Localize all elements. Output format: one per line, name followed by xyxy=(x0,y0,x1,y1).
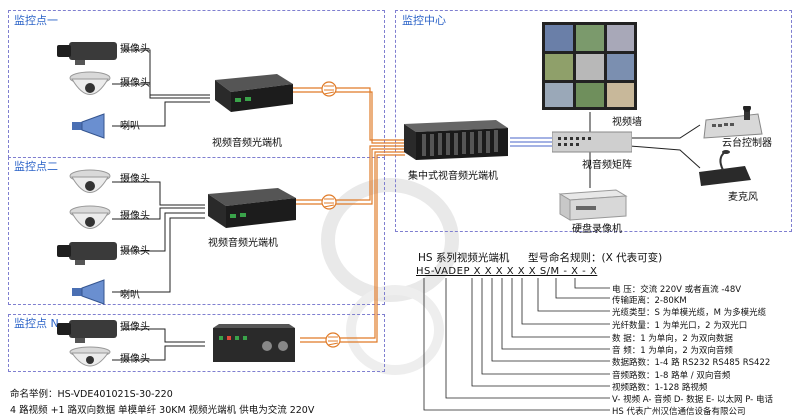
zone-site1-label: 监控点一 xyxy=(14,14,58,27)
central-transceiver-label: 集中式视音频光端机 xyxy=(408,171,498,182)
spec-video-channels: 视频路数：1-128 路视频 xyxy=(612,383,708,393)
box-camera-icon xyxy=(57,242,117,265)
spec-audio: 音 频：1 为单向，2 为双向音频 xyxy=(612,346,733,356)
zone-center xyxy=(395,10,792,232)
horn-speaker-icon xyxy=(72,113,105,139)
dome-camera-icon xyxy=(69,205,111,229)
zone-center-label: 监控中心 xyxy=(402,14,446,27)
zone-site2 xyxy=(8,157,385,305)
transceiver-label: 视频音频光端机 xyxy=(212,138,282,149)
spec-distance: 传输距离：2-80KM xyxy=(612,296,687,306)
transceiver-icon xyxy=(208,188,296,228)
spec-company: HS 代表广州汉信通信设备有限公司 xyxy=(612,407,746,417)
matrix-icon xyxy=(552,131,632,153)
dvr-icon xyxy=(558,189,628,221)
spec-data-channels: 数据路数：1-4 路 RS232 RS485 RS422 xyxy=(612,358,771,368)
speaker-label: 喇叭 xyxy=(120,121,140,132)
ptz-controller-icon xyxy=(703,106,763,139)
box-camera-icon xyxy=(57,42,117,65)
dome-camera-icon xyxy=(69,346,111,367)
camera-label: 摄像头 xyxy=(120,322,150,333)
horn-speaker-icon xyxy=(72,279,105,305)
camera-label: 摄像头 xyxy=(120,211,150,222)
fiber-connector-icon xyxy=(321,81,337,97)
naming-title: HS 系列视频光端机 xyxy=(418,252,510,264)
naming-rule: 型号命名规则：(X 代表可变) xyxy=(528,252,663,264)
video-wall-icon xyxy=(542,22,637,110)
example-description: 4 路视频 +1 路双向数据 单模单纤 30KM 视频光端机 供电为交流 220… xyxy=(10,405,315,416)
zone-siteN-label: 监控点 N xyxy=(14,317,59,330)
dome-camera-icon xyxy=(69,71,111,95)
microphone-icon xyxy=(699,150,751,186)
example-model: 命名举例：HS-VDE401021S-30-220 xyxy=(10,389,173,400)
fiber-connector-icon xyxy=(321,194,337,210)
camera-label: 摄像头 xyxy=(120,354,150,365)
dome-camera-icon xyxy=(69,169,111,193)
transceiver-icon xyxy=(213,324,295,362)
central-transceiver-rack-icon xyxy=(404,120,508,160)
box-camera-icon xyxy=(57,320,117,343)
spec-voltage: 电 压：交流 220V 或者直流 -48V xyxy=(612,285,742,295)
fiber-connector-icon xyxy=(325,332,341,348)
transceiver-label: 视频音频光端机 xyxy=(208,238,278,249)
zone-siteN xyxy=(8,314,385,372)
spec-fiber-count: 光纤数量：1 为单光口，2 为双光口 xyxy=(612,321,748,331)
spec-codes: V- 视频 A- 音频 D- 数据 E- 以太网 P- 电话 xyxy=(612,395,773,405)
zone-site2-label: 监控点二 xyxy=(14,160,58,173)
camera-label: 摄像头 xyxy=(120,78,150,89)
matrix-label: 视音频矩阵 xyxy=(582,160,632,171)
spec-fiber-type: 光缆类型：S 为单模光缆，M 为多模光缆 xyxy=(612,308,767,318)
video-wall-label: 视频墙 xyxy=(612,117,642,128)
camera-label: 摄像头 xyxy=(120,246,150,257)
transceiver-icon xyxy=(215,74,293,112)
camera-label: 摄像头 xyxy=(120,44,150,55)
spec-data: 数 据：1 为单向，2 为双向数据 xyxy=(612,334,733,344)
speaker-label: 喇叭 xyxy=(120,290,140,301)
camera-label: 摄像头 xyxy=(120,174,150,185)
microphone-label: 麦克风 xyxy=(728,192,758,203)
ptz-controller-label: 云台控制器 xyxy=(722,138,772,149)
spec-audio-channels: 音频路数：1-8 路单 / 双向音频 xyxy=(612,371,731,381)
dvr-label: 硬盘录像机 xyxy=(572,224,622,235)
model-code: HS-VADEP X X X X X X S/M - X - X xyxy=(416,266,598,277)
